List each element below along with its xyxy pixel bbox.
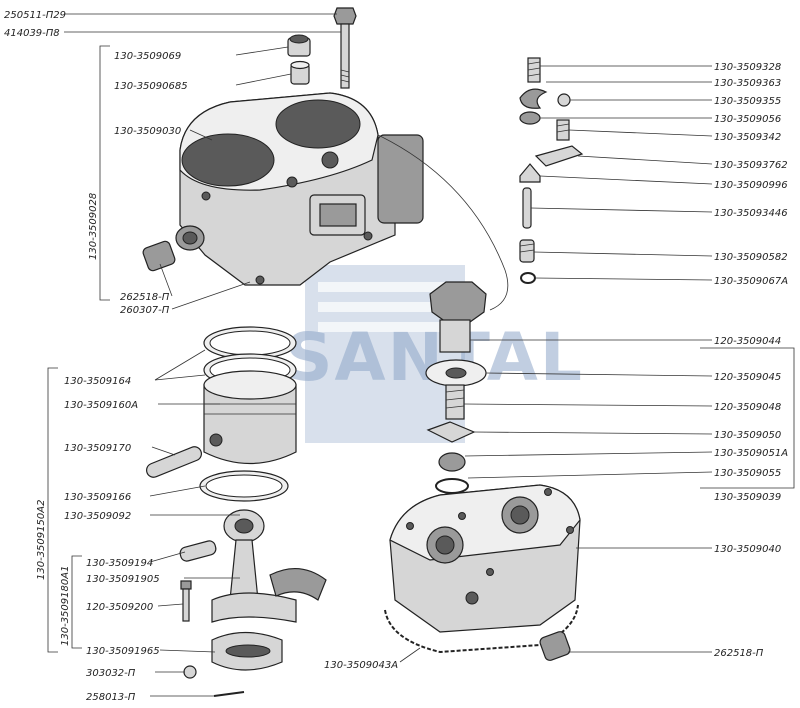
label-130-3509355: 130-3509355 bbox=[714, 96, 781, 107]
label-130-3509050: 130-3509050 bbox=[714, 430, 781, 441]
connecting-rod bbox=[211, 509, 327, 623]
label-130-35090996: 130-35090996 bbox=[714, 180, 788, 191]
valve-disc bbox=[519, 111, 541, 125]
cone-cap bbox=[519, 163, 541, 183]
label-130-3509039: 130-3509039 bbox=[714, 492, 781, 503]
plug-bolt bbox=[429, 281, 487, 353]
long-bolt bbox=[333, 7, 357, 89]
group-label-piston-group: 130-3509150А2 bbox=[36, 500, 47, 580]
label-130-3509164: 130-3509164 bbox=[64, 376, 131, 387]
spring-medium bbox=[445, 384, 465, 420]
label-130-3509194: 130-3509194 bbox=[86, 558, 153, 569]
label-130-3509342: 130-3509342 bbox=[714, 132, 781, 143]
label-120-3509048: 120-3509048 bbox=[714, 402, 781, 413]
label-130-35090685: 130-35090685 bbox=[114, 81, 188, 92]
label-130-35091965: 130-35091965 bbox=[86, 646, 160, 657]
label-130-3509069: 130-3509069 bbox=[114, 51, 181, 62]
label-130-3509051a: 130-3509051А bbox=[714, 448, 788, 459]
label-260307-p: 260307-П bbox=[120, 305, 170, 316]
label-262518-p-right: 262518-П bbox=[714, 648, 764, 659]
washer-lower bbox=[435, 478, 469, 494]
label-130-3509363: 130-3509363 bbox=[714, 78, 781, 89]
part-labels: 250511-П29 414039-П8 130-3509069 130-350… bbox=[4, 10, 788, 703]
label-120-3509044: 120-3509044 bbox=[714, 336, 781, 347]
label-130-35093762: 130-35093762 bbox=[714, 160, 788, 171]
label-130-3509166: 130-3509166 bbox=[64, 492, 131, 503]
rod-bushing bbox=[179, 540, 217, 562]
o-ring-small bbox=[520, 272, 536, 284]
watermark-text: SANTAL bbox=[285, 319, 584, 396]
lock-washer bbox=[183, 665, 197, 679]
pushrod bbox=[522, 187, 532, 229]
label-130-3509055: 130-3509055 bbox=[714, 468, 781, 479]
clip-washer bbox=[519, 88, 548, 109]
gasket-ring bbox=[425, 359, 487, 387]
small-cap bbox=[557, 93, 571, 107]
label-130-3509170: 130-3509170 bbox=[64, 443, 131, 454]
label-303032-p: 303032-П bbox=[86, 668, 136, 679]
group-label-cylinder-block: 130-3509028 bbox=[88, 193, 99, 260]
group-label-connecting-rod: 130-3509180А1 bbox=[60, 566, 71, 646]
label-130-3509092: 130-3509092 bbox=[64, 511, 131, 522]
threaded-pin bbox=[519, 239, 535, 263]
label-250511-p29: 250511-П29 bbox=[4, 10, 66, 21]
piston-pin bbox=[146, 446, 202, 478]
label-130-35090582: 130-35090582 bbox=[714, 252, 788, 263]
label-130-3509040: 130-3509040 bbox=[714, 544, 781, 555]
group-labels: 130-3509028 130-3509150А2 130-3509180А1 bbox=[36, 193, 99, 646]
bushing-lower bbox=[290, 60, 310, 85]
bearing-cap bbox=[211, 631, 283, 671]
nut-262518-right bbox=[539, 631, 571, 661]
piston bbox=[203, 370, 297, 465]
label-130-3509160a: 130-3509160А bbox=[64, 400, 138, 411]
label-262518-p-left: 262518-П bbox=[120, 292, 170, 303]
label-130-35091905: 130-35091905 bbox=[86, 574, 160, 585]
rod-bolt bbox=[180, 580, 192, 622]
label-258013-p: 258013-П bbox=[86, 692, 136, 703]
valve-spring-small bbox=[527, 57, 541, 83]
cylinder-head bbox=[389, 484, 581, 633]
label-414039-p8: 414039-П8 bbox=[4, 28, 60, 39]
washer-upper bbox=[438, 452, 466, 472]
label-130-3509328: 130-3509328 bbox=[714, 62, 781, 73]
label-130-3509056: 130-3509056 bbox=[714, 114, 781, 125]
cotter-pin bbox=[213, 691, 245, 697]
label-120-3509045: 120-3509045 bbox=[714, 372, 781, 383]
label-120-3509200: 120-3509200 bbox=[86, 602, 153, 613]
leader-lines bbox=[47, 13, 795, 697]
nut-262518 bbox=[142, 240, 176, 272]
label-130-35093446: 130-35093446 bbox=[714, 208, 788, 219]
valve-spring-2 bbox=[556, 119, 570, 141]
bushing-upper bbox=[287, 34, 311, 57]
label-130-3509030: 130-3509030 bbox=[114, 126, 181, 137]
cylinder-block bbox=[175, 92, 424, 286]
label-130-3509067a: 130-3509067А bbox=[714, 276, 788, 287]
plate bbox=[534, 145, 584, 167]
head-gasket bbox=[384, 604, 579, 654]
label-130-3509043a: 130-3509043А bbox=[324, 660, 398, 671]
lower-ring bbox=[199, 470, 289, 502]
